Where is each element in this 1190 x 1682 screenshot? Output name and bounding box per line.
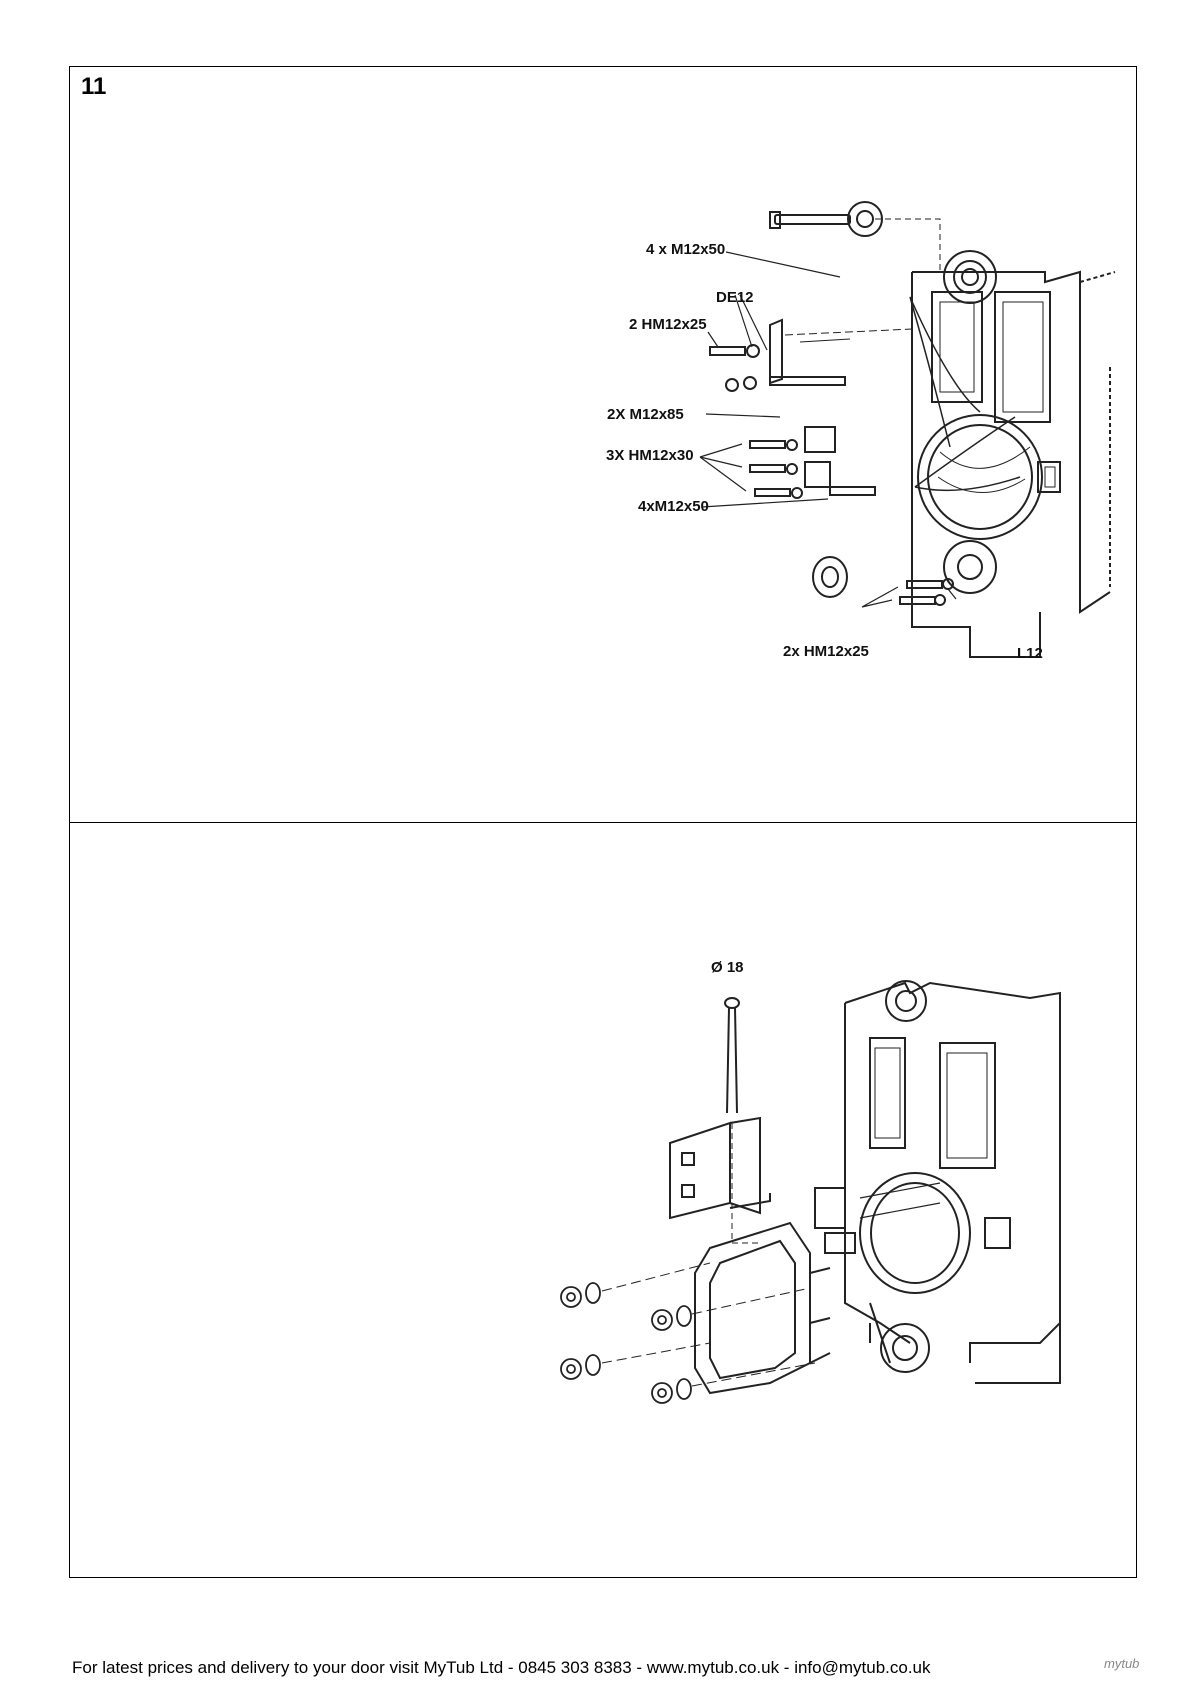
label-de12: DE12	[716, 289, 754, 306]
burner-door-plate	[695, 1223, 810, 1393]
boiler-section-assembly-diagram: 4 x M12x50 DE12 2 HM12x25 2X M12x85 3X H…	[70, 67, 1138, 824]
label-drill-diameter: Ø 18	[711, 959, 744, 976]
label-3x-hm12x30: 3X HM12x30	[606, 447, 694, 464]
label-4x-m12x50-bottom: 4xM12x50	[638, 498, 709, 515]
step-panel-bottom: Ø 18	[69, 822, 1137, 1578]
label-l12: L12	[1017, 645, 1043, 662]
label-2x-m12x85: 2X M12x85	[607, 406, 684, 423]
boiler-section-outline	[912, 272, 1110, 657]
label-2-hm12x25: 2 HM12x25	[629, 316, 707, 333]
burner-door-assembly-diagram: Ø 18	[70, 823, 1138, 1579]
label-2x-hm12x25: 2x HM12x25	[783, 643, 869, 660]
footer-contact-text: For latest prices and delivery to your d…	[72, 1658, 931, 1678]
step-panel-top: 11	[69, 66, 1137, 823]
nut-washer-4	[652, 1379, 691, 1403]
mytub-logo: mytub	[1104, 1656, 1139, 1671]
boiler-section-outline	[845, 983, 1060, 1363]
label-4x-m12x50: 4 x M12x50	[646, 241, 725, 258]
nut-washer-2	[652, 1306, 691, 1330]
nut-washer-1	[561, 1283, 600, 1307]
nut-washer-3	[561, 1355, 600, 1379]
